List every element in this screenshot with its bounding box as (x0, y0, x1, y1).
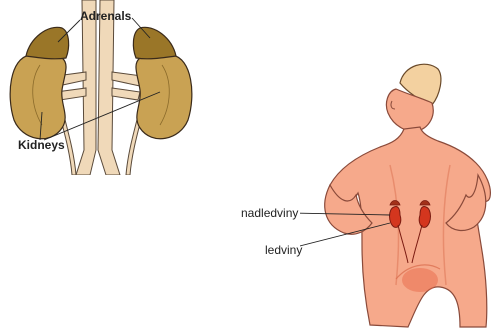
right-adrenal-shape (133, 27, 176, 59)
right-kidney-shape (136, 53, 192, 139)
czech-adrenal-label: nadledviny (241, 206, 298, 220)
left-kidney-shape (10, 53, 66, 139)
cartoon-man-back-view (300, 55, 491, 336)
figure-right-kidney-shape (419, 206, 430, 227)
figure-left-kidney-shape (390, 206, 401, 227)
left-adrenal-shape (26, 27, 69, 59)
great-vessels (56, 0, 146, 175)
czech-kidney-label: ledviny (265, 243, 302, 257)
kidneys-label: Kidneys (18, 138, 65, 152)
adrenals-label: Adrenals (80, 9, 131, 23)
